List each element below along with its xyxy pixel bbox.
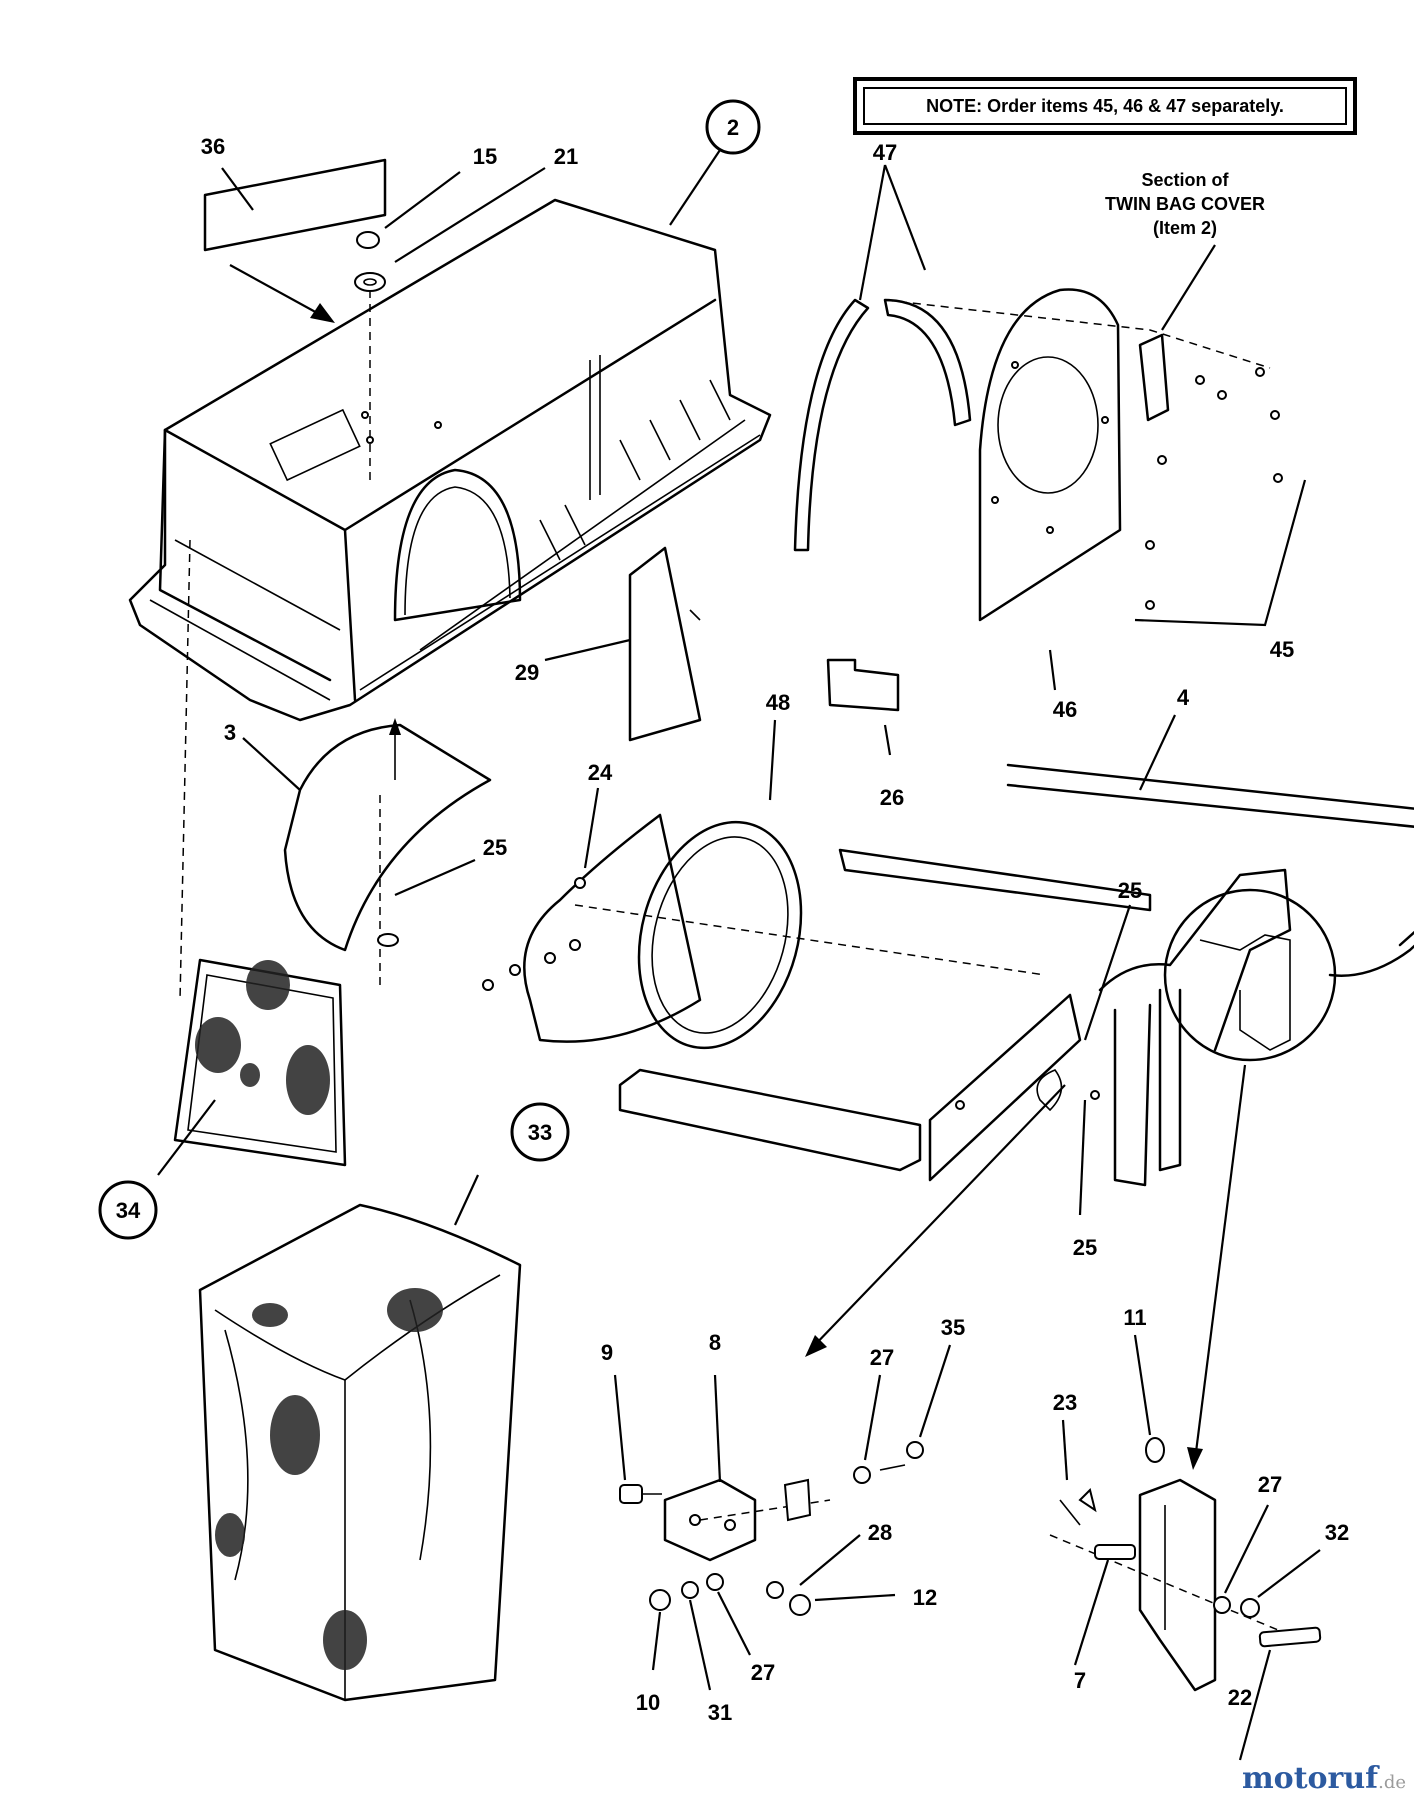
callout-9: 9 (601, 1340, 613, 1365)
callout-29: 29 (515, 660, 539, 685)
decal-strip-36 (203, 158, 387, 252)
callout-23: 23 (1053, 1390, 1077, 1415)
callout-31: 31 (708, 1700, 732, 1725)
assembly-arrow (229, 264, 335, 323)
callout-10: 10 (636, 1690, 660, 1715)
callout-7: 7 (1074, 1668, 1086, 1693)
callout-15: 15 (473, 144, 497, 169)
seal-strips-47 (793, 298, 972, 552)
callout-11: 11 (1123, 1305, 1146, 1330)
callout-circle-33 (510, 1102, 570, 1162)
callout-36: 36 (201, 134, 225, 159)
watermark-main: motoruf (1241, 1761, 1379, 1796)
callout-24: 24 (588, 760, 613, 785)
side-plate-46 (978, 288, 1170, 622)
callout-21: 21 (554, 144, 578, 169)
watermark-logo: motoruf.de (1242, 1761, 1406, 1796)
section-label-line-3: (Item 2) (1152, 218, 1217, 238)
callout-labels: 36 15 21 2 47 3 25 29 48 24 26 46 45 4 2… (116, 115, 1349, 1725)
callout-leaders (157, 149, 1321, 1761)
callout-25-top: 25 (483, 835, 507, 860)
bracket-26 (826, 658, 900, 712)
callout-circle-2 (705, 99, 761, 155)
mounting-hardware-right (1059, 1437, 1322, 1692)
section-label: Section of TWIN BAG COVER (Item 2) (1070, 168, 1300, 240)
callout-47: 47 (873, 140, 897, 165)
note-text: NOTE: Order items 45, 46 & 47 separately… (863, 87, 1347, 125)
section-label-line-1: Section of (1141, 170, 1229, 190)
callout-27-bottom: 27 (751, 1660, 775, 1685)
callout-28: 28 (868, 1520, 892, 1545)
screws-45 (1145, 367, 1283, 610)
circled-callouts (98, 99, 761, 1240)
grass-bag-33 (198, 1203, 522, 1702)
callout-27-left: 27 (870, 1345, 894, 1370)
chute-3 (283, 718, 492, 952)
mounting-hardware-left (619, 1441, 924, 1616)
section-label-line-2: TWIN BAG COVER (1105, 194, 1265, 214)
callout-8: 8 (709, 1330, 721, 1355)
callout-12: 12 (913, 1585, 937, 1610)
callout-35: 35 (941, 1315, 965, 1340)
screen-34 (173, 958, 347, 1167)
callout-3: 3 (224, 720, 236, 745)
callout-45: 45 (1270, 637, 1294, 662)
callout-26: 26 (880, 785, 904, 810)
twin-bag-cover (128, 198, 772, 722)
callout-33: 33 (528, 1120, 552, 1145)
alignment-lines (179, 290, 1291, 1636)
note-box: NOTE: Order items 45, 46 & 47 separately… (853, 77, 1357, 135)
detail-magnifier (1163, 888, 1337, 1062)
frame-4 (618, 763, 1414, 1187)
callout-32: 32 (1325, 1520, 1349, 1545)
watermark-tld: .de (1378, 1772, 1406, 1793)
callout-22: 22 (1228, 1685, 1252, 1710)
hardware-15-21 (354, 231, 386, 292)
callout-2: 2 (727, 115, 739, 140)
callout-27-right: 27 (1258, 1472, 1282, 1497)
callout-4: 4 (1177, 685, 1190, 710)
callout-46: 46 (1053, 697, 1077, 722)
detail-arrows (805, 1064, 1247, 1470)
callout-25-frame: 25 (1118, 878, 1142, 903)
callout-25-bottom: 25 (1073, 1235, 1097, 1260)
deflector-29 (628, 546, 702, 742)
callout-circle-34 (98, 1180, 158, 1240)
callout-48: 48 (766, 690, 790, 715)
adapter-48 (482, 813, 803, 1050)
callout-34: 34 (116, 1198, 141, 1223)
